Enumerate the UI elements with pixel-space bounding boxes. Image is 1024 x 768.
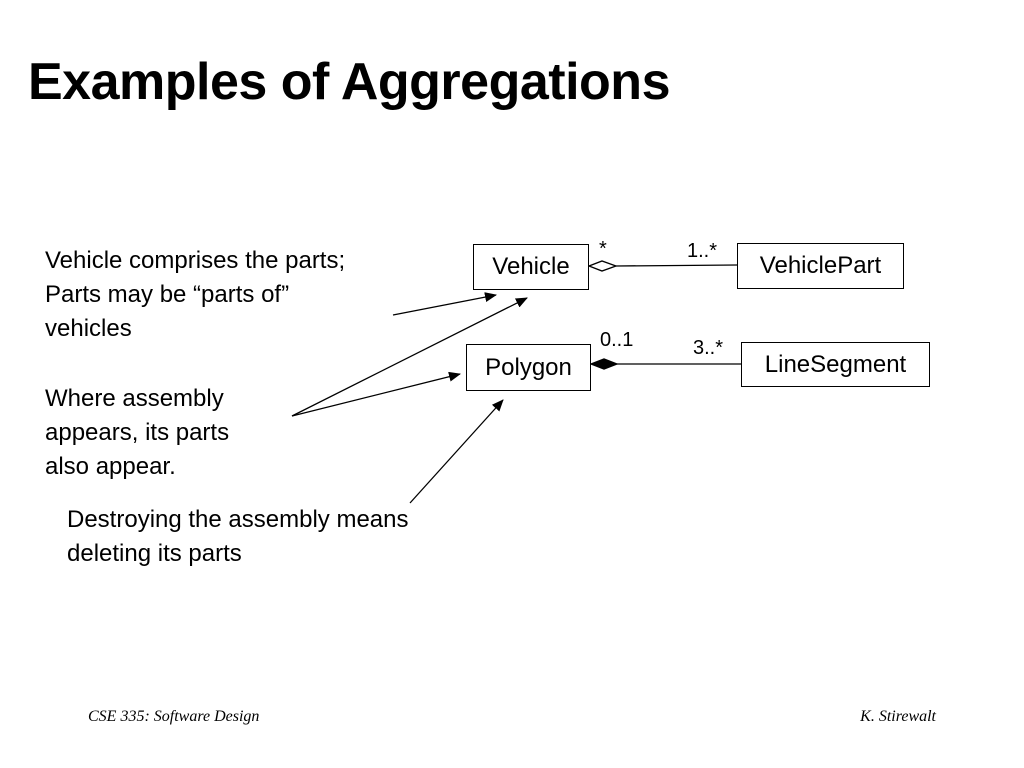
class-line-segment: LineSegment — [741, 342, 930, 387]
class-vehicle-part: VehiclePart — [737, 243, 904, 289]
composition-filled-diamond — [589, 358, 619, 370]
multiplicity-vehicle-part: 1..* — [687, 240, 718, 262]
class-polygon: Polygon — [466, 344, 591, 391]
multiplicity-vehicle: * — [599, 238, 607, 260]
footer-author: K. Stirewalt — [860, 708, 936, 725]
footer-course: CSE 335: Software Design — [88, 708, 260, 725]
destroy-note: Destroying the assembly means deleting i… — [67, 506, 409, 567]
note-arrow-to-polygon — [291, 371, 461, 417]
multiplicity-line-segment: 3..* — [693, 337, 724, 359]
assembly-note: Where assembly appears, its parts also a… — [45, 385, 230, 480]
aggregation-hollow-diamond — [587, 260, 618, 272]
note-arrow-to-polygon-bottom — [409, 399, 504, 504]
vehicle-note: Vehicle comprises the parts; Parts may b… — [45, 247, 346, 342]
class-vehicle: Vehicle — [473, 244, 589, 290]
slide-title: Examples of Aggregations — [28, 53, 671, 111]
aggregation-line — [615, 264, 738, 267]
note-arrow-to-vehicle-1 — [392, 292, 497, 316]
note-arrow-to-vehicle-2 — [291, 297, 528, 417]
multiplicity-polygon: 0..1 — [600, 329, 634, 351]
